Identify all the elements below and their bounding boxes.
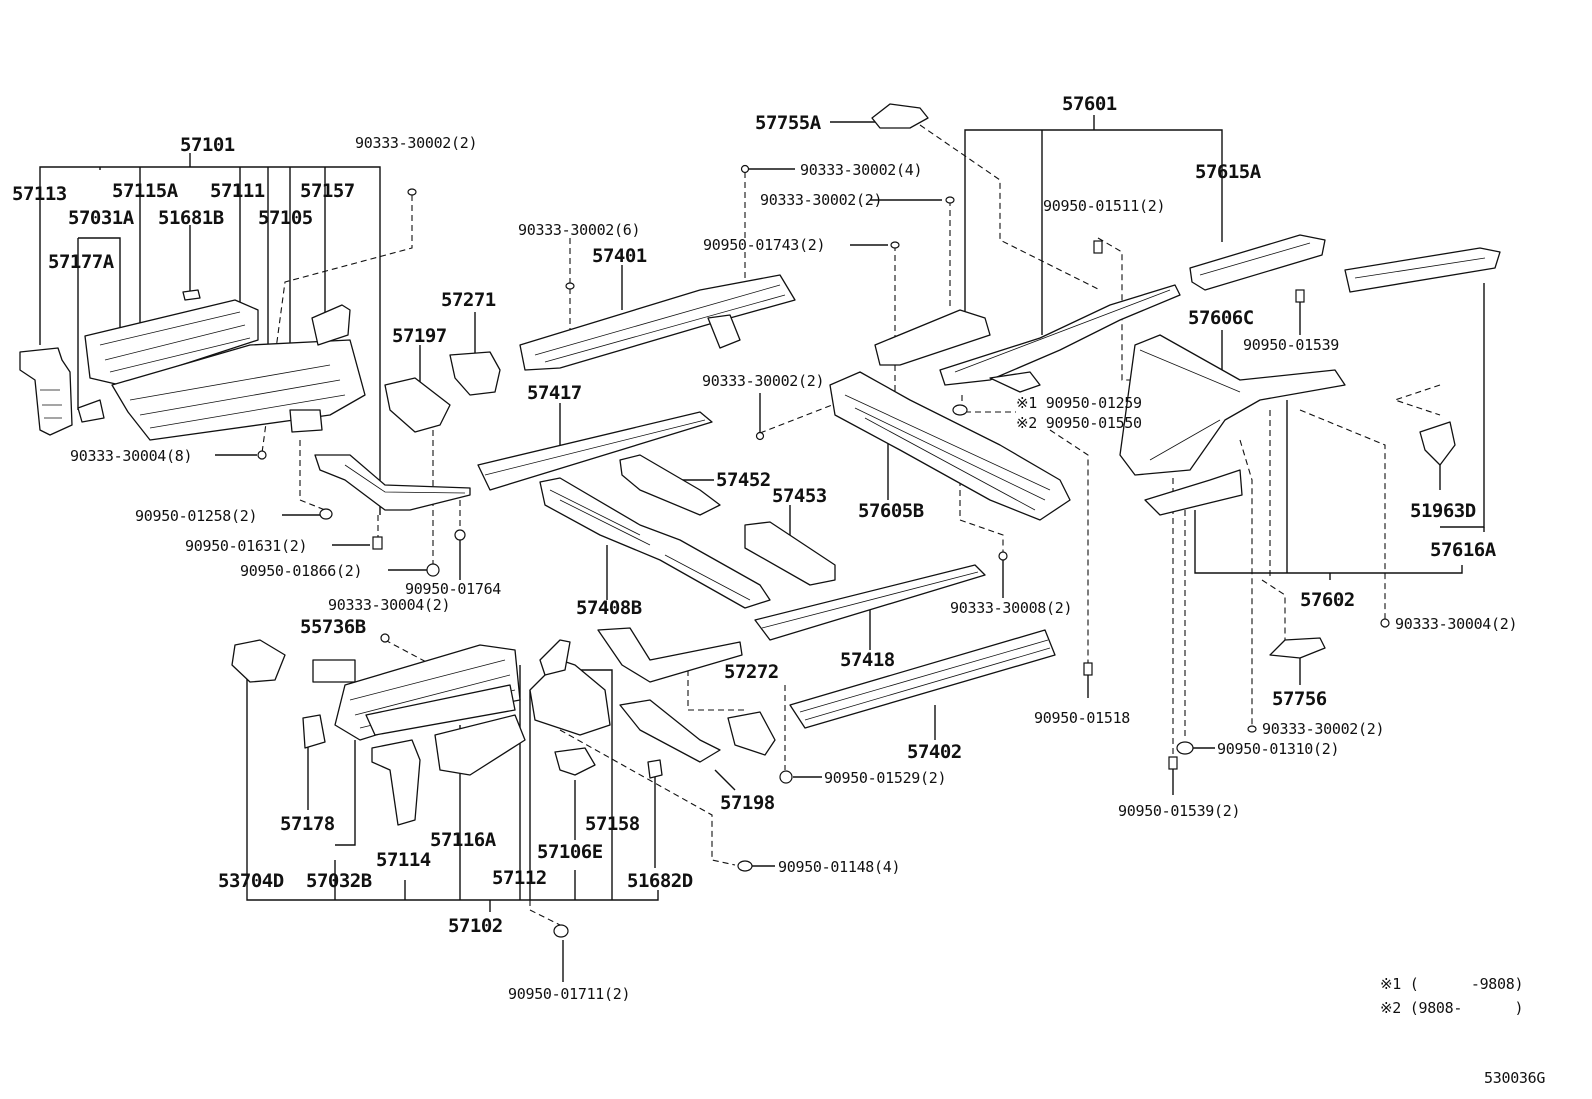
label-51681B: 51681B xyxy=(158,207,224,229)
label-90950-01518: 90950-01518 xyxy=(1034,709,1130,727)
label-90333-30008-2: 90333-30008(2) xyxy=(950,599,1072,617)
label-90950-01631-2: 90950-01631(2) xyxy=(185,537,307,555)
label-90950-01539-2: 90950-01539(2) xyxy=(1118,802,1240,820)
label-57112: 57112 xyxy=(492,867,547,889)
label-90950-01148-4: 90950-01148(4) xyxy=(778,858,900,876)
label-57157: 57157 xyxy=(300,180,355,202)
label-90333-30002-2c: 90333-30002(2) xyxy=(702,372,824,390)
label-57198: 57198 xyxy=(720,792,775,814)
label-90950-01511-2: 90950-01511(2) xyxy=(1043,197,1165,215)
label-57102: 57102 xyxy=(448,915,503,937)
label-51682D: 51682D xyxy=(627,870,693,892)
note-2: ※2 (9808- ) xyxy=(1380,999,1523,1017)
label-57111: 57111 xyxy=(210,180,265,202)
label-90950-01764: 90950-01764 xyxy=(405,580,501,598)
diagram-code: 530036G xyxy=(1484,1069,1545,1087)
label-57616A: 57616A xyxy=(1430,539,1497,561)
label-57452: 57452 xyxy=(716,469,771,491)
label-57453: 57453 xyxy=(772,485,827,507)
label-57113: 57113 xyxy=(12,183,67,205)
fasteners xyxy=(257,164,1390,938)
label-57605B: 57605B xyxy=(858,500,924,522)
label-90333-30002-2b: 90333-30002(2) xyxy=(760,191,882,209)
label-90333-30002-6: 90333-30002(6) xyxy=(518,221,640,239)
label-note1-90950-01259: ※1 90950-01259 xyxy=(1016,394,1142,412)
label-57418: 57418 xyxy=(840,649,895,671)
note-1: ※1 ( -9808) xyxy=(1380,975,1523,993)
label-51963D: 51963D xyxy=(1410,500,1476,522)
label-57408B: 57408B xyxy=(576,597,642,619)
label-57106E: 57106E xyxy=(537,841,603,863)
label-57272: 57272 xyxy=(724,661,779,683)
label-57402: 57402 xyxy=(907,741,962,763)
label-57755A: 57755A xyxy=(755,112,822,134)
label-90333-30002-4: 90333-30002(4) xyxy=(800,161,922,179)
label-57105: 57105 xyxy=(258,207,313,229)
label-57756: 57756 xyxy=(1272,688,1327,710)
part-shapes xyxy=(19,103,1501,826)
label-90950-01310-2: 90950-01310(2) xyxy=(1217,740,1339,758)
label-note2-90950-01550: ※2 90950-01550 xyxy=(1016,414,1142,432)
label-57602: 57602 xyxy=(1300,589,1355,611)
label-57615A: 57615A xyxy=(1195,161,1262,183)
label-90950-01866-2: 90950-01866(2) xyxy=(240,562,362,580)
label-53704D: 53704D xyxy=(218,870,284,892)
label-57177A: 57177A xyxy=(48,251,115,273)
label-90950-01711-2: 90950-01711(2) xyxy=(508,985,630,1003)
label-90950-01539: 90950-01539 xyxy=(1243,336,1339,354)
label-57606C: 57606C xyxy=(1188,307,1254,329)
label-57178: 57178 xyxy=(280,813,335,835)
label-90333-30004-2a: 90333-30004(2) xyxy=(328,596,450,614)
label-57601: 57601 xyxy=(1062,93,1117,115)
label-90950-01529-2: 90950-01529(2) xyxy=(824,769,946,787)
label-57197: 57197 xyxy=(392,325,447,347)
label-57116A: 57116A xyxy=(430,829,497,851)
label-90333-30004-2b: 90333-30004(2) xyxy=(1395,615,1517,633)
label-90333-30002-2d: 90333-30002(2) xyxy=(1262,720,1384,738)
label-57115A: 57115A xyxy=(112,180,179,202)
label-90333-30002-2a: 90333-30002(2) xyxy=(355,134,477,152)
label-57271: 57271 xyxy=(441,289,496,311)
part-57113-shape xyxy=(19,347,73,436)
label-57401: 57401 xyxy=(592,245,647,267)
label-57032B: 57032B xyxy=(306,870,372,892)
label-55736B: 55736B xyxy=(300,616,366,638)
label-90950-01743-2: 90950-01743(2) xyxy=(703,236,825,254)
label-57114: 57114 xyxy=(376,849,431,871)
label-57101: 57101 xyxy=(180,134,235,156)
label-57031A: 57031A xyxy=(68,207,135,229)
label-57158: 57158 xyxy=(585,813,640,835)
part-labels: 57101 57113 57115A 57111 57157 57031A 51… xyxy=(12,93,1546,1087)
label-90950-01258-2: 90950-01258(2) xyxy=(135,507,257,525)
label-90333-30004-8: 90333-30004(8) xyxy=(70,447,192,465)
label-57417: 57417 xyxy=(527,382,582,404)
